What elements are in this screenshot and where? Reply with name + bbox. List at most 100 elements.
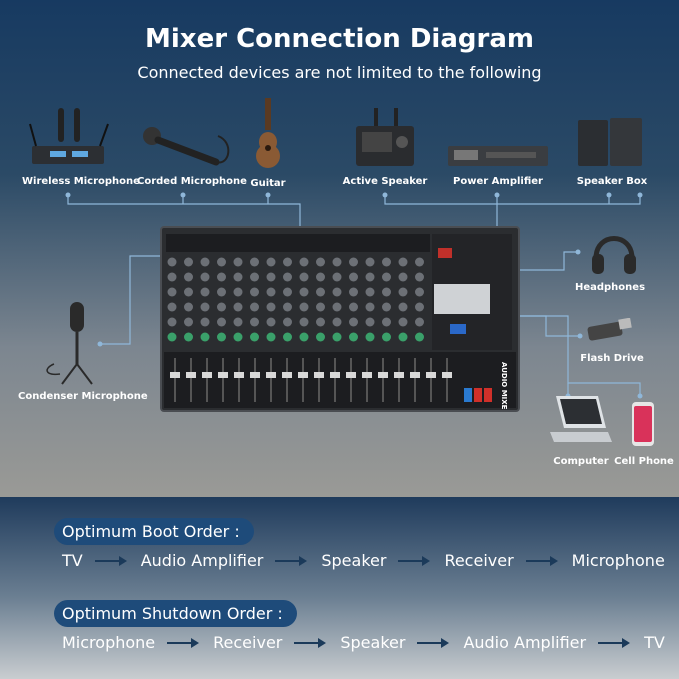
- fader-handle: [298, 372, 308, 378]
- mixer-knob: [184, 317, 193, 327]
- mixer-knob: [217, 257, 226, 267]
- shutdown-step: Audio Amplifier: [463, 633, 587, 652]
- speaker-box-icon: [578, 118, 642, 166]
- fader-handle: [266, 372, 276, 378]
- mixer-knob: [167, 257, 177, 267]
- shutdown-step: TV: [644, 633, 665, 652]
- mixer-knob: [365, 317, 375, 327]
- mixer-knob: [316, 332, 325, 342]
- mixer-knob: [365, 257, 375, 267]
- mixer-knob: [233, 272, 243, 282]
- speaker-box-label: Speaker Box: [576, 176, 648, 187]
- flash-drive-icon: [587, 318, 632, 341]
- mixer-knob: [200, 257, 210, 267]
- fader-handle: [218, 372, 228, 378]
- headphones-icon: [592, 236, 636, 274]
- guitar-label: Guitar: [250, 178, 286, 189]
- mixer-knob: [250, 287, 259, 297]
- mixer-knob: [299, 287, 309, 297]
- mixer-knob: [266, 302, 276, 312]
- fader-handle: [186, 372, 196, 378]
- mixer-knob: [332, 302, 342, 312]
- guitar-icon: [256, 98, 280, 168]
- fader-handle: [346, 372, 356, 378]
- mixer-knob: [250, 332, 259, 342]
- mixer-knob: [382, 272, 391, 282]
- fader-track: [350, 358, 352, 402]
- mixer-knob: [365, 272, 375, 282]
- mixer-knob: [398, 272, 408, 282]
- fader-handle: [202, 372, 212, 378]
- mixer-knob: [365, 287, 375, 297]
- mixer-knob: [316, 257, 325, 267]
- audio-mixer: AUDIO MIXER: [160, 226, 520, 415]
- mixer-knob: [316, 287, 325, 297]
- fader-track: [286, 358, 288, 402]
- mixer-knob: [266, 332, 276, 342]
- arrow-right-icon: [94, 555, 129, 566]
- mixer-knob: [200, 287, 210, 297]
- mixer-knob: [233, 332, 243, 342]
- flash-drive-label: Flash Drive: [580, 353, 644, 364]
- arrow-right-icon: [598, 637, 632, 648]
- mixer-knob: [283, 302, 292, 312]
- shutdown-step: Microphone: [62, 633, 156, 652]
- mixer-knob: [167, 302, 177, 312]
- fader-track: [318, 358, 320, 402]
- shutdown-step: Speaker: [340, 633, 406, 652]
- mixer-knob: [398, 332, 408, 342]
- mixer-knob: [349, 257, 358, 267]
- fader-handle: [250, 372, 260, 378]
- mixer-knob: [365, 302, 375, 312]
- mixer-knob: [233, 257, 243, 267]
- mixer-knob: [167, 272, 177, 282]
- shutdown-order-sequence: Microphone Receiver Speaker Audio Amplif…: [62, 633, 665, 652]
- mixer-knob: [200, 317, 210, 327]
- mixer-knob: [349, 317, 358, 327]
- mixer-knob: [415, 317, 424, 327]
- computer-icon: [550, 396, 612, 442]
- mixer-knob: [233, 302, 243, 312]
- mixer-knob: [184, 332, 193, 342]
- page-title: Mixer Connection Diagram: [145, 24, 534, 54]
- mixer-knob: [382, 317, 391, 327]
- mixer-knob: [250, 272, 259, 282]
- mixer-knob: [332, 287, 342, 297]
- arrow-right-icon: [398, 555, 432, 566]
- fader-handle: [362, 372, 372, 378]
- boot-step: Speaker: [321, 551, 387, 570]
- mixer-knob: [365, 332, 375, 342]
- mixer-knob: [415, 287, 424, 297]
- condenser-microphone-label: Condenser Microphone: [18, 391, 148, 402]
- fader-handle: [426, 372, 436, 378]
- mixer-knob: [332, 332, 342, 342]
- fader-track: [446, 358, 448, 402]
- boot-step: Receiver: [444, 551, 514, 570]
- fader-track: [254, 358, 256, 402]
- mixer-knob: [250, 257, 259, 267]
- boot-step: TV: [62, 551, 83, 570]
- boot-step: Audio Amplifier: [140, 551, 264, 570]
- mixer-knob: [184, 287, 193, 297]
- mixer-knob: [283, 272, 292, 282]
- mixer-knob: [382, 287, 391, 297]
- mixer-knob: [316, 317, 325, 327]
- fader-track: [366, 358, 368, 402]
- mixer-knob: [283, 317, 292, 327]
- fader-handle: [170, 372, 180, 378]
- mixer-knob: [250, 302, 259, 312]
- mixer-knob: [299, 317, 309, 327]
- boot-order-title: Optimum Boot Order :: [54, 518, 254, 545]
- boot-order-sequence: TV Audio Amplifier Speaker Receiver Micr…: [62, 551, 665, 570]
- arrow-right-icon: [294, 637, 328, 648]
- mixer-knob: [283, 332, 292, 342]
- fader-track: [398, 358, 400, 402]
- fader-track: [382, 358, 384, 402]
- fader-track: [414, 358, 416, 402]
- fader-handle: [234, 372, 244, 378]
- mixer-knob: [283, 257, 292, 267]
- mixer-knob: [398, 317, 408, 327]
- mixer-knob: [167, 317, 177, 327]
- mixer-knob: [167, 332, 177, 342]
- mixer-knob: [349, 272, 358, 282]
